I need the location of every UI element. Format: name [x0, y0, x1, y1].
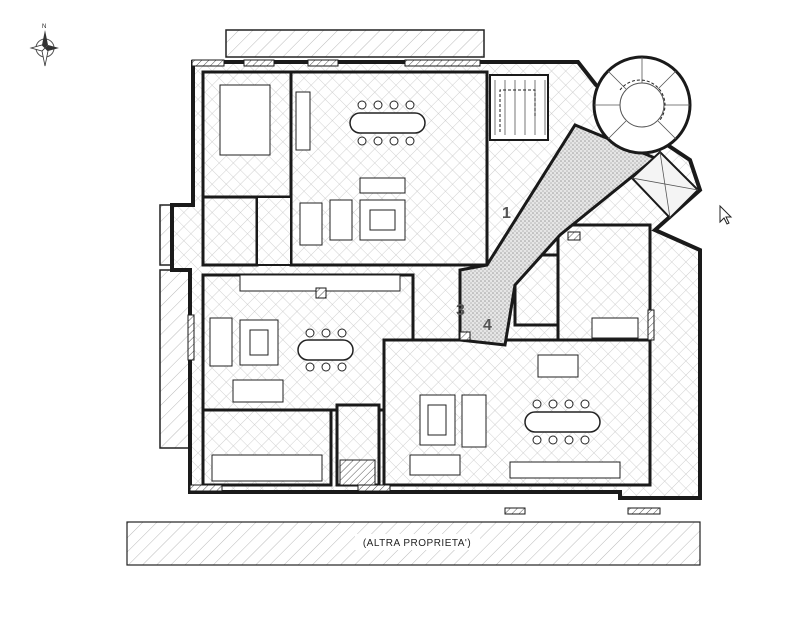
room-bath-4: [513, 253, 560, 327]
unit-label-3: 3: [456, 302, 465, 319]
mouse-cursor-icon: [719, 204, 733, 225]
unit-label-4: 4: [483, 317, 492, 334]
stair-square: [489, 74, 549, 141]
storage-room-lower: [339, 459, 376, 486]
living-set-upper: [299, 177, 406, 246]
bed-lower-left: [211, 454, 323, 482]
windows: [187, 59, 661, 515]
bed-upper-left: [219, 84, 271, 156]
kitchen-counter-upper: [295, 91, 311, 151]
bed-right: [591, 317, 639, 339]
dining-table-middle: [297, 328, 354, 372]
dining-table-lower-right: [524, 399, 601, 445]
compass-icon: N: [29, 24, 59, 67]
room-bath-1: [201, 195, 259, 267]
compass-label: N: [42, 24, 47, 30]
neighbor-label-bg: [355, 534, 480, 550]
kitchen-counter-lower-right: [509, 461, 621, 479]
left-terrace-lower: [159, 269, 191, 449]
neighbor-property-label: (ALTRA PROPRIETA'): [363, 538, 471, 549]
neighbor-property: [126, 521, 701, 566]
living-set-lower-right: [409, 354, 579, 476]
unit-label-1: 1: [502, 205, 511, 222]
elevator-shaft: [630, 150, 700, 220]
dining-table-upper: [349, 100, 426, 146]
living-set-middle: [209, 317, 284, 403]
common-corridor: [458, 123, 658, 347]
room-hall-1: [256, 196, 292, 266]
stair-spiral: [592, 55, 692, 155]
top-terrace: [225, 29, 485, 58]
